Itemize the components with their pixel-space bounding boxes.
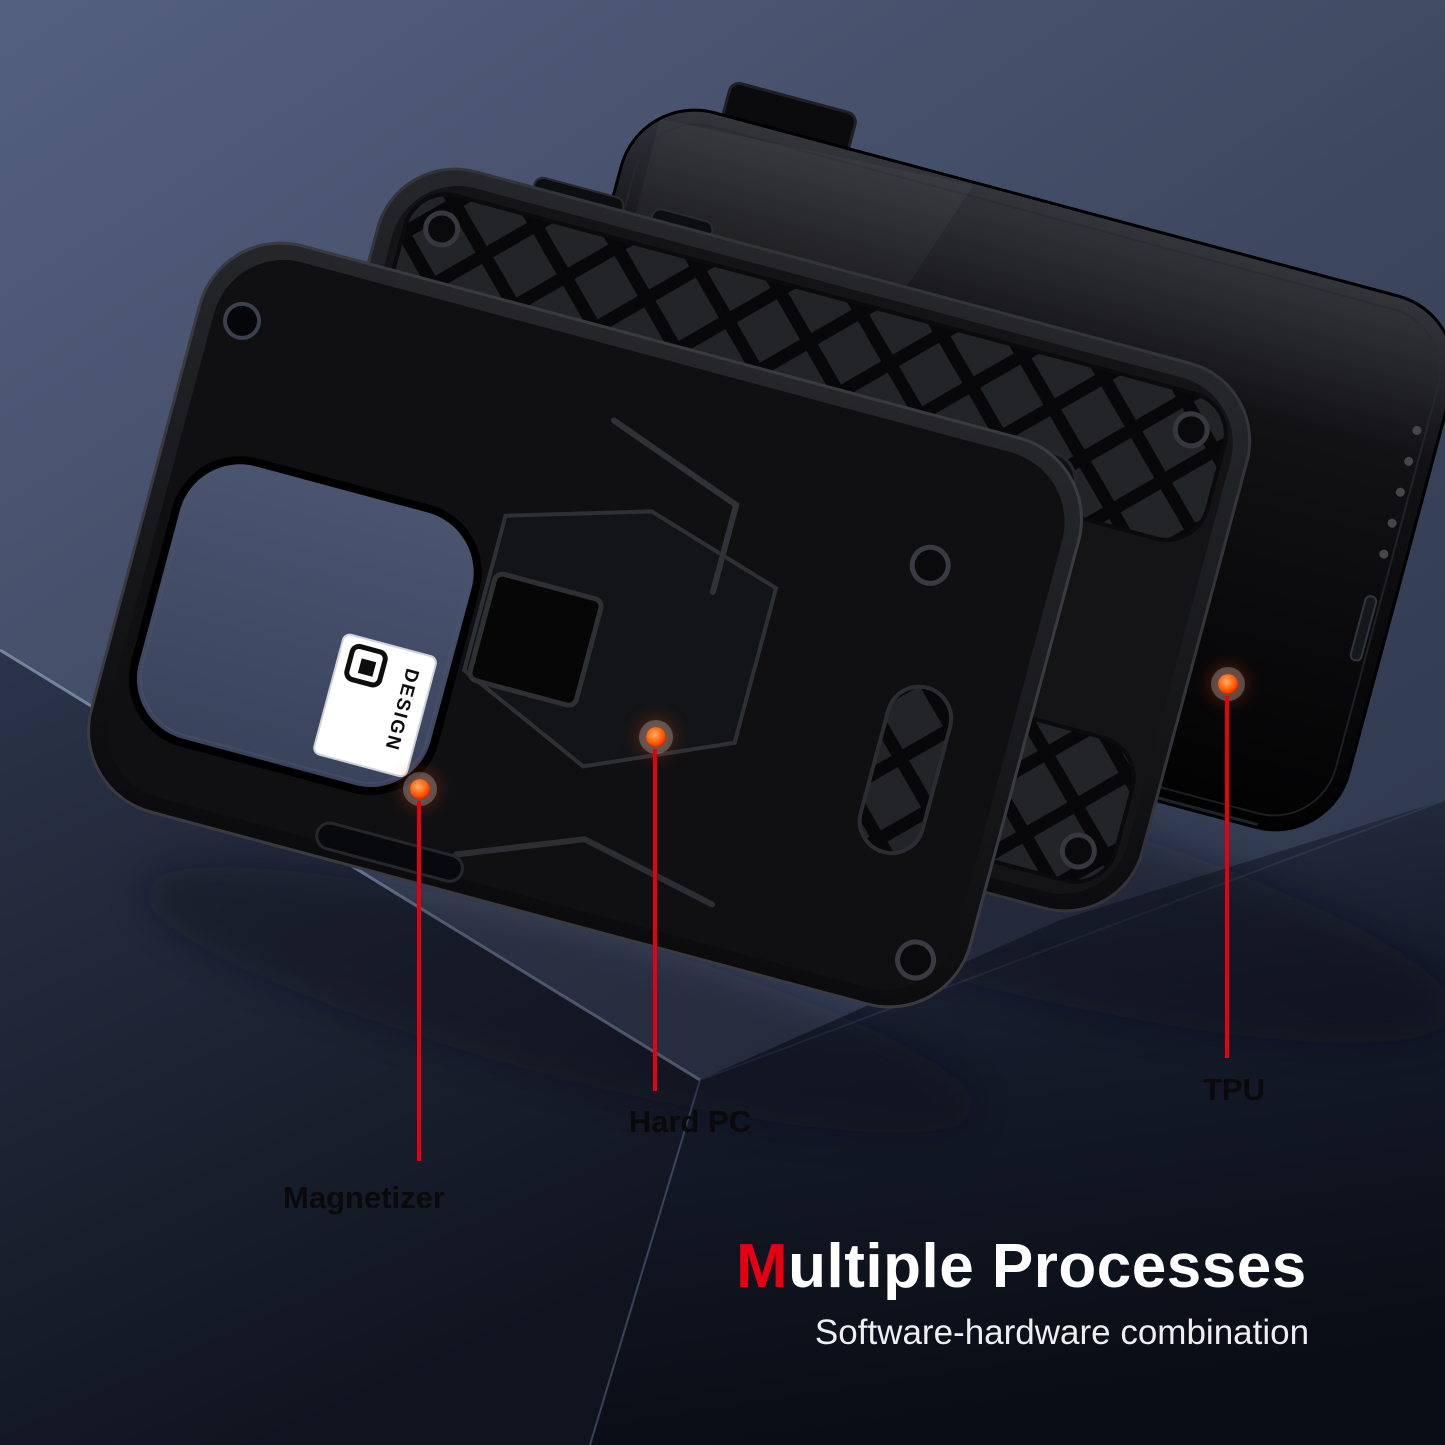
table-corner-edge <box>589 1079 701 1445</box>
shell-center-ridge <box>461 509 779 769</box>
table-front-face <box>0 650 700 1445</box>
caption-block: Multiple Processes Software-hardware com… <box>736 1234 1388 1353</box>
tpu-leader-line <box>1225 696 1229 1058</box>
tpu-label: TPU <box>1203 1072 1265 1107</box>
magnetizer-marker-dot-icon <box>410 779 430 799</box>
magnetizer-label: Magnetizer <box>283 1180 445 1215</box>
phone-charging-port <box>1349 595 1378 662</box>
caption-subtitle: Software-hardware combination <box>814 1313 1310 1353</box>
shell-sculpt-line-1 <box>610 417 740 595</box>
shell-side-slot <box>857 684 954 856</box>
magnet-square-slot <box>467 571 604 708</box>
shell-screw-top-right <box>909 544 951 586</box>
hard-pc-leader-line <box>653 749 657 1091</box>
hard-pc-marker-dot-icon <box>646 727 666 747</box>
design-logo-mark-fill <box>357 658 377 677</box>
design-badge-plate <box>313 633 437 778</box>
shell-sculpt-line-2 <box>453 836 716 908</box>
design-logo-mark-icon <box>344 643 388 688</box>
caption-title: Multiple Processes <box>736 1234 1388 1299</box>
shell-screw-bottom-right <box>895 939 937 981</box>
caption-title-rest: ultiple Processes <box>788 1232 1307 1301</box>
phone-port-dots <box>1379 425 1422 559</box>
camera-cutout-bevel <box>139 467 471 784</box>
case-shadow-front <box>144 867 976 1133</box>
magnetizer-leader-line <box>417 801 421 1161</box>
shell-lanyard-hole <box>223 301 262 340</box>
shell-bottom-opening <box>315 821 464 883</box>
tpu-marker-dot-icon <box>1218 674 1238 694</box>
front-shell: DESIGN <box>87 241 1083 1009</box>
design-badge: DESIGN <box>313 633 437 778</box>
hard-pc-label: Hard PC <box>628 1104 752 1139</box>
caption-title-accent: M <box>736 1232 789 1301</box>
